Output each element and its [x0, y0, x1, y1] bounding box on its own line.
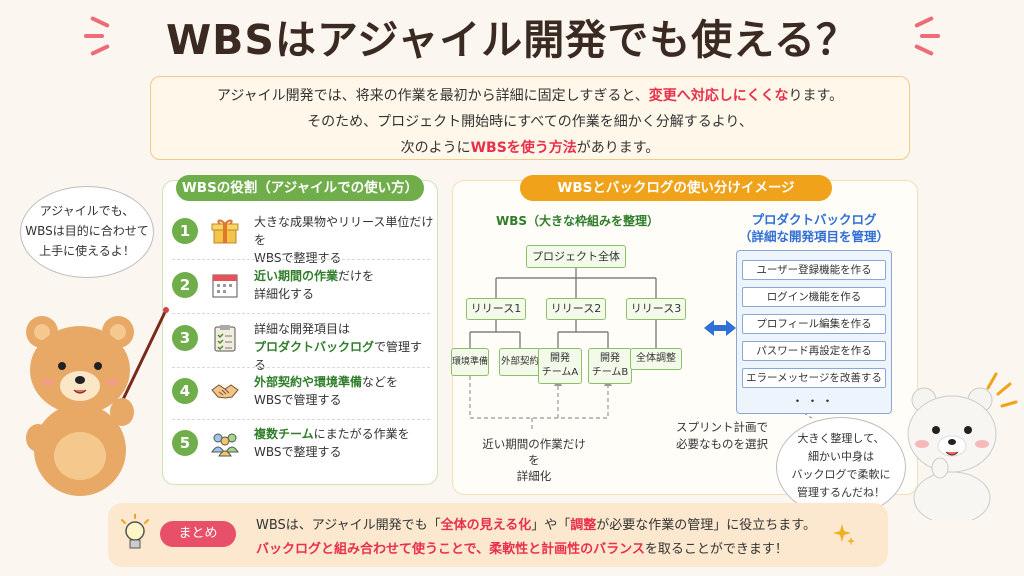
team-people-icon [211, 433, 239, 457]
leaf-node: 外部契約 [499, 348, 541, 376]
wbs-role-header: WBSの役割（アジャイルでの使い方） [176, 175, 424, 201]
summary-badge: まとめ [160, 521, 236, 547]
item-number: 4 [172, 378, 198, 404]
wbs-label: WBS（大きな枠組みを整理） [496, 214, 660, 228]
sparkle-left-icon [84, 34, 104, 38]
handshake-icon [211, 384, 239, 399]
clipboard-checklist-icon [214, 325, 236, 352]
divider [172, 419, 430, 421]
summary-line-2: バックログと組み合わせて使うことで、柔軟性と計画性のバランスを取ることができます… [256, 542, 788, 557]
leaf-node: 開発チームA [538, 348, 582, 384]
sparkle-icon [833, 524, 855, 545]
item-text: 詳細な開発項目はプロダクトバックログで管理する [254, 322, 423, 372]
leaf-node: 開発チームB [588, 348, 632, 384]
summary-box [108, 503, 888, 567]
leaf-node: 環境準備 [451, 348, 489, 376]
item-text: 近い期間の作業だけを詳細化する [254, 269, 375, 301]
bear-teacher-illustration [26, 307, 169, 496]
white-bear-illustration [907, 372, 1018, 520]
release-node: リリース2 [546, 298, 606, 320]
backlog-item: ログイン機能を作る [742, 287, 886, 307]
speech-bubble-right: 大きく整理して、細かい中身はバックログで柔軟に管理するんだね！ [776, 417, 906, 517]
leaf-node: 全体調整 [630, 348, 682, 370]
backlog-item: ユーザー登録機能を作る [742, 260, 886, 280]
near-term-note: 近い期間の作業だけを詳細化 [482, 437, 586, 483]
divider [172, 259, 430, 261]
wbs-role-panel [162, 180, 438, 485]
backlog-item: パスワード再設定を作る [742, 341, 886, 361]
item-number: 2 [172, 272, 198, 298]
intro-line-2: そのため、プロジェクト開始時にすべての作業を細かく分解するより、 [307, 114, 753, 130]
page-title: WBSはアジャイル開発でも使える？ [165, 16, 859, 64]
speech-bubble-left: アジャイルでも、WBSは目的に合わせて上手に使えるよ！ [20, 186, 154, 278]
summary-line-1: WBSは、アジャイル開発でも「全体の見える化」や「調整が必要な作業の管理」に役立… [256, 518, 816, 533]
item-number: 3 [172, 325, 198, 351]
wbs-root-node: プロジェクト全体 [526, 245, 626, 268]
release-node: リリース1 [466, 298, 526, 320]
role-item: 2 近い期間の作業だけを詳細化する [172, 262, 430, 312]
intro-line-1: アジャイル開発では、将来の作業を最初から詳細に固定しすぎると、変更へ対応しにくく… [216, 88, 844, 104]
lightbulb-icon [121, 514, 149, 549]
divider [172, 313, 430, 315]
wbs-tree-connectors [469, 268, 813, 432]
backlog-item: エラーメッセージを改善する [742, 368, 886, 388]
backlog-item: プロフィール編集を作る [742, 314, 886, 334]
sprint-note: スプリント計画で必要なものを選択 [676, 420, 768, 451]
item-number: 1 [172, 218, 198, 244]
role-item: 3 詳細な開発項目はプロダクトバックログで管理する [172, 315, 430, 372]
sparkle-right-icon [920, 34, 940, 38]
gift-box-icon [211, 219, 239, 244]
release-node: リリース3 [626, 298, 686, 320]
wbs-backlog-header: WBSとバックログの使い分けイメージ [520, 175, 832, 201]
intro-box: アジャイル開発では、将来の作業を最初から詳細に固定しすぎると、変更へ対応しにくく… [150, 76, 910, 160]
backlog-ellipsis: ・・・ [791, 394, 837, 408]
backlog-title: プロダクトバックログ（詳細な開発項目を管理） [738, 212, 889, 244]
item-number: 5 [172, 430, 198, 456]
calendar-icon [212, 274, 238, 298]
divider [172, 367, 430, 369]
intro-line-3: 次のようにWBSを使う方法があります。 [400, 140, 660, 156]
